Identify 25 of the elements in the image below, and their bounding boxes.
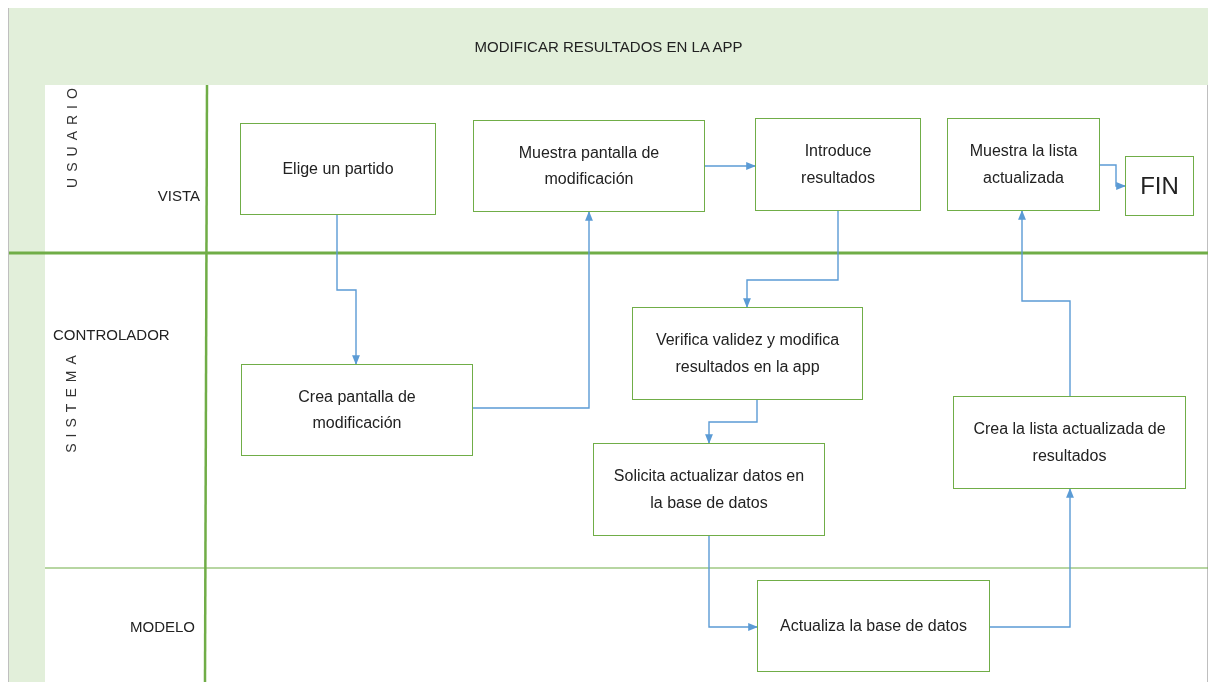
arrow xyxy=(705,399,758,444)
arrow xyxy=(1099,164,1126,190)
arrow xyxy=(989,488,1074,628)
process-box: Introduce resultados xyxy=(755,118,921,211)
process-box: Elige un partido xyxy=(240,123,436,215)
process-box: Verifica validez y modifica resultados en la app xyxy=(632,307,863,400)
arrow xyxy=(336,214,360,365)
arrow xyxy=(704,162,756,170)
process-box: Crea pantalla de modificación xyxy=(241,364,473,456)
arrow xyxy=(743,210,839,308)
arrow xyxy=(472,211,593,409)
process-box: Crea la lista actualizada de resultados xyxy=(953,396,1186,489)
process-box: Solicita actualizar datos en la base de datos xyxy=(593,443,825,536)
lane-label: CONTROLADOR xyxy=(53,326,171,343)
arrow xyxy=(1018,210,1071,397)
end-box: FIN xyxy=(1125,156,1194,216)
diagram-title: MODIFICAR RESULTADOS EN LA APP xyxy=(473,38,744,55)
lane-label: MODELO xyxy=(129,618,195,635)
pool-label: USUARIO xyxy=(63,82,80,188)
process-box: Muestra la lista actualizada xyxy=(947,118,1100,211)
pool-label: SISTEMA xyxy=(62,349,79,453)
process-box: Muestra pantalla de modificación xyxy=(473,120,705,212)
arrow xyxy=(708,535,758,631)
process-box: Actualiza la base de datos xyxy=(757,580,990,672)
lane-label: VISTA xyxy=(156,187,200,204)
